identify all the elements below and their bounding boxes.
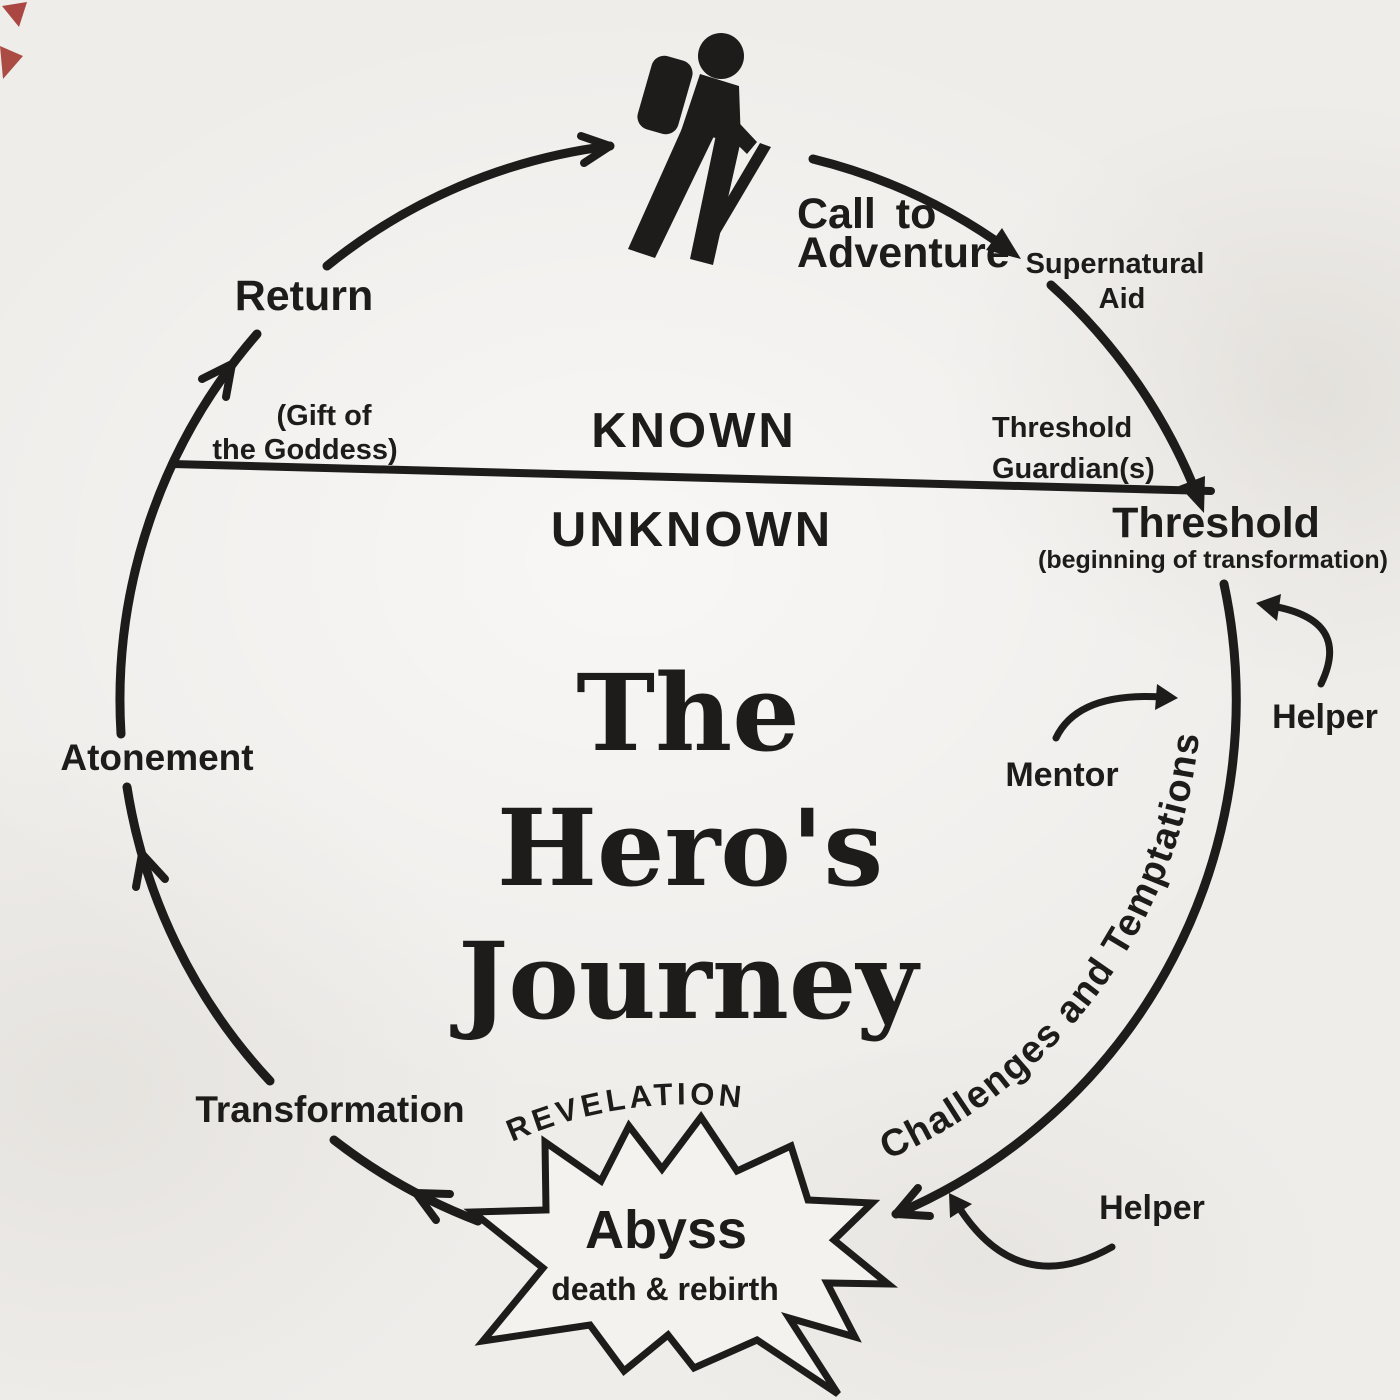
stage-call-line-2: Adventure	[797, 229, 1010, 277]
mentor-arrowhead	[1155, 684, 1178, 710]
abyss-label: Abyss	[585, 1200, 747, 1260]
hiker-icon	[628, 33, 771, 265]
scan-artifact	[0, 2, 27, 79]
helper-upper-label: Helper	[1272, 698, 1378, 736]
helper-lower-label: Helper	[1099, 1189, 1205, 1227]
stage-supernatural-line-2: Aid	[1099, 283, 1146, 315]
connector-arrows	[949, 594, 1334, 1270]
arc-transformation-to-atonement	[122, 782, 275, 1086]
cycle-circle	[115, 132, 1241, 1226]
unknown-zone-label: UNKNOWN	[551, 503, 833, 557]
hiker-backpack	[637, 55, 693, 135]
abyss-starburst	[463, 1110, 899, 1397]
title-line-3: Journey	[450, 918, 921, 1043]
mentor-label: Mentor	[1005, 756, 1118, 794]
stage-supernatural-line-1: Supernatural	[1026, 248, 1205, 280]
arrowhead-toward-atonement	[132, 850, 169, 891]
helper-upper-arrow	[1268, 602, 1334, 688]
title-line-2: Hero's	[497, 785, 883, 910]
helper-lower-arrow	[954, 1202, 1116, 1270]
stage-gift-line-1: (Gift of	[276, 400, 371, 432]
arc-atonement-to-return	[115, 329, 262, 739]
mentor-arrow	[1052, 693, 1166, 742]
arc-challenges	[891, 579, 1241, 1219]
helper-upper-arrowhead	[1256, 594, 1281, 621]
stage-guardians-line-2: Guardian(s)	[992, 453, 1155, 485]
stage-threshold-sublabel: (beginning of transformation)	[1038, 546, 1388, 574]
stage-transformation-label: Transformation	[195, 1089, 464, 1130]
stage-gift-line-2: the Goddess)	[212, 434, 397, 466]
abyss-sublabel: death & rebirth	[551, 1271, 779, 1307]
stage-guardians-line-1: Threshold	[992, 412, 1132, 444]
arc-abyss-to-transformation	[329, 1135, 483, 1226]
stage-atonement-label: Atonement	[60, 737, 253, 778]
stage-call-line-1: Call to	[797, 190, 936, 238]
arrowhead-toward-hero	[577, 132, 614, 167]
arc-to-threshold	[1046, 280, 1204, 505]
hiker-front-leg	[628, 124, 714, 258]
arrowhead-bottom-right	[892, 1184, 934, 1220]
arrowhead-supernatural-aid	[986, 228, 1021, 259]
hiker-back-leg	[690, 130, 741, 265]
challenges-curved-label: Challenges and Temptations	[874, 729, 1209, 1168]
page-title: The Hero's Journey	[450, 650, 921, 1043]
hiker-arm	[700, 94, 757, 154]
known-unknown-divider	[168, 460, 1215, 495]
stage-return-label: Return	[235, 272, 374, 320]
title-line-1: The	[576, 650, 799, 775]
arc-call-to-adventure	[808, 154, 1015, 256]
known-zone-label: KNOWN	[591, 404, 797, 458]
arc-return-to-hero	[322, 141, 615, 271]
arrowhead-toward-return	[198, 360, 236, 401]
stage-threshold-label: Threshold	[1112, 499, 1320, 547]
helper-lower-arrowhead	[949, 1193, 972, 1218]
arrowhead-toward-transformation	[412, 1189, 454, 1224]
hiker-head	[698, 33, 744, 79]
